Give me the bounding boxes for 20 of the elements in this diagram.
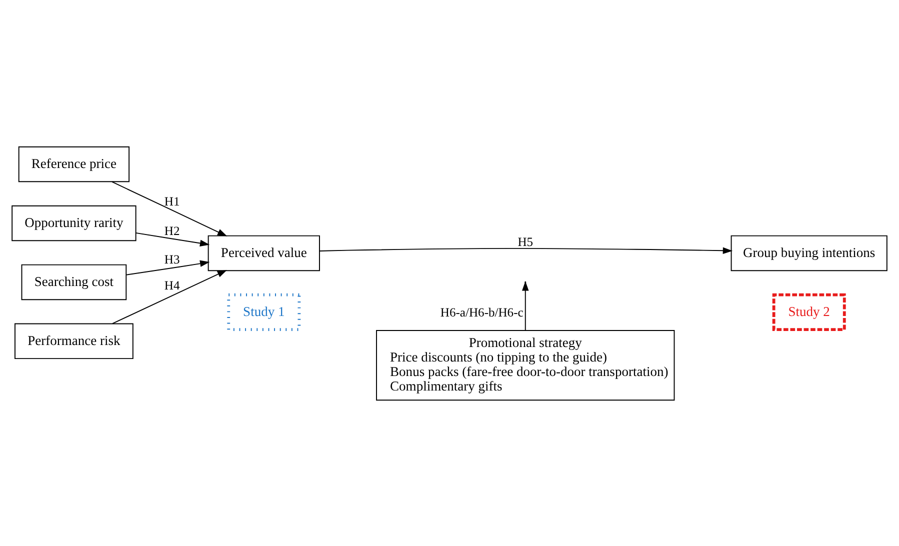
node-box: Study 1 bbox=[227, 292, 301, 331]
arrow bbox=[126, 260, 210, 275]
arrow bbox=[319, 246, 733, 254]
edge-label: H6-a/H6-b/H6-c bbox=[440, 305, 524, 320]
node-box: Reference price bbox=[18, 146, 130, 182]
node-box: Performance risk bbox=[14, 322, 134, 359]
node-box: Group buying intentions bbox=[730, 234, 888, 271]
arrow bbox=[112, 270, 228, 324]
arrow bbox=[112, 180, 228, 236]
edge-label: H4 bbox=[164, 278, 180, 292]
edge-label: H2 bbox=[164, 224, 180, 238]
edge-label: H1 bbox=[164, 194, 180, 208]
node-box: Study 2 bbox=[772, 292, 846, 331]
edge-label: H3 bbox=[164, 252, 180, 266]
arrow bbox=[135, 232, 210, 246]
node-box: Searching cost bbox=[21, 264, 127, 300]
node-box: Promotional strategy Price discounts (no tipping to the guide) Bonus packs (fare-free door-to-door transportation) Complimentary gifts bbox=[376, 330, 675, 400]
node-box: Opportunity rarity bbox=[12, 204, 136, 241]
edge-label: H5 bbox=[518, 234, 534, 248]
node-box: Perceived value bbox=[208, 234, 320, 271]
